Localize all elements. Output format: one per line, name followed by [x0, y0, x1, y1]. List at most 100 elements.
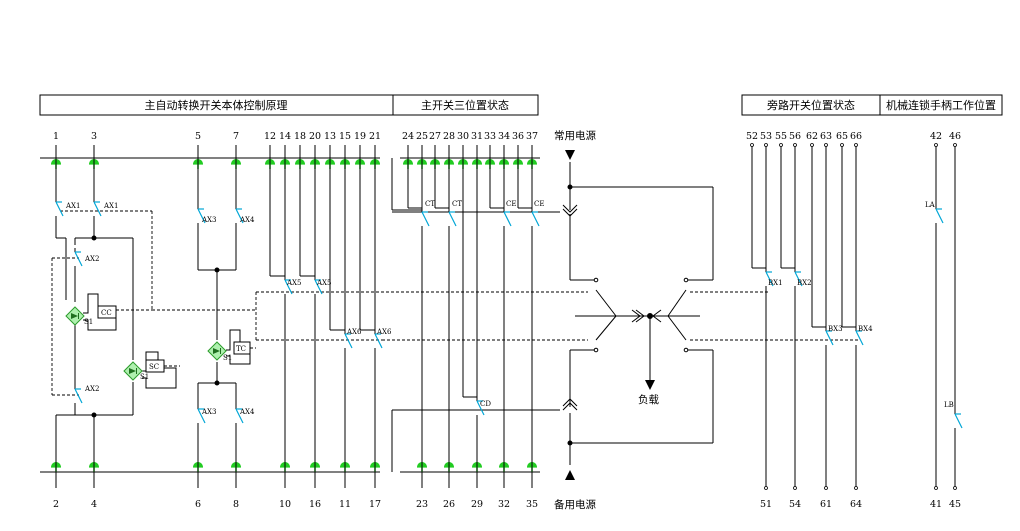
terminal-number: 12	[264, 131, 276, 142]
bypass-wiring	[751, 145, 956, 488]
main-wiring	[55, 145, 714, 488]
coil-label: TC	[236, 345, 246, 353]
terminal-number: 63	[820, 131, 832, 142]
contact-label: BX1	[768, 279, 783, 287]
coil-label: CC	[101, 309, 112, 317]
backup-source-label: 备用电源	[554, 498, 596, 511]
normal-source-label: 常用电源	[554, 129, 596, 142]
terminal-number: 6	[195, 499, 201, 510]
contact-ce-b	[531, 207, 540, 231]
contact-ct-b	[448, 207, 457, 231]
section-title-main-control: 主自动转换开关本体控制原理	[145, 98, 288, 112]
terminal-number: 28	[443, 131, 455, 142]
contact-label: AX3	[201, 216, 217, 224]
terminal-number: 36	[512, 131, 524, 142]
terminal-number: 15	[339, 131, 351, 142]
section-title-bypass-position: 旁路开关位置状态	[767, 98, 855, 112]
terminal-number: 55	[775, 131, 787, 142]
terminal-number: 16	[309, 499, 321, 510]
terminal-number: 52	[746, 131, 758, 142]
contact-la	[935, 204, 944, 228]
terminal-number: 8	[233, 499, 239, 510]
coil-sublabel: S1	[84, 318, 93, 326]
terminal-number: 23	[416, 499, 428, 510]
terminal-number: 13	[324, 131, 336, 142]
contact-label: AX5	[286, 279, 302, 287]
contact-label: CE	[506, 200, 516, 208]
terminal-number: 29	[471, 499, 483, 510]
terminal-number: 32	[498, 499, 510, 510]
terminal-number: 30	[457, 131, 469, 142]
terminal-number: 10	[279, 499, 291, 510]
contact-label: AX4	[239, 216, 255, 224]
coil-sublabel: S1	[223, 354, 232, 362]
terminal-number: 54	[789, 499, 801, 510]
section-title-three-position: 主开关三位置状态	[421, 98, 509, 112]
contact-label: AX1	[65, 202, 81, 210]
terminal-number: 34	[498, 131, 510, 142]
section-headers	[39, 94, 1003, 116]
terminal-number: 20	[309, 131, 321, 142]
terminal-number: 31	[471, 131, 483, 142]
terminal-number: 27	[429, 131, 441, 142]
terminal-number: 35	[526, 499, 538, 510]
terminal-number: 41	[930, 499, 942, 510]
coil-label: SC	[149, 363, 159, 371]
coil-cc: CC S1	[65, 306, 112, 326]
contact-label: CT	[452, 200, 462, 208]
terminal-number: 1	[53, 131, 59, 142]
terminal-number: 66	[850, 131, 862, 142]
top-terminal-numbers: 1 3 5 7 12 14 18 20 13 15 19 21 24 25 27…	[53, 131, 961, 142]
contact-label: CD	[480, 400, 491, 408]
contact-label: CE	[534, 200, 544, 208]
contact-labels: AX1 AX1 AX2 AX2 AX3 AX4 AX3 AX4 AX5 AX5 …	[65, 200, 954, 416]
terminal-number: 3	[91, 131, 97, 142]
terminal-number: 62	[806, 131, 818, 142]
terminal-number: 37	[526, 131, 538, 142]
contact-ax1-a	[55, 197, 64, 221]
contact-label: AX6	[346, 328, 362, 336]
terminal-number: 25	[416, 131, 428, 142]
contact-label: AX5	[316, 279, 332, 287]
terminal-number: 64	[850, 499, 862, 510]
terminal-markers	[50, 158, 538, 473]
terminal-number: 45	[949, 499, 961, 510]
contact-label: AX3	[201, 408, 217, 416]
contact-label: CT	[425, 200, 435, 208]
contact-ct-a	[421, 207, 430, 231]
contact-label: BX4	[858, 325, 873, 333]
terminal-number: 56	[789, 131, 801, 142]
terminal-number: 18	[294, 131, 306, 142]
terminal-number: 42	[930, 131, 942, 142]
terminal-points	[750, 143, 957, 490]
terminal-number: 2	[53, 499, 59, 510]
contact-label: AX2	[84, 255, 100, 263]
contact-label: BX3	[828, 325, 843, 333]
dashed-links	[51, 210, 860, 396]
contact-label: AX2	[84, 385, 100, 393]
contact-ce-a	[503, 207, 512, 231]
terminal-number: 53	[760, 131, 772, 142]
coil-sc: SC S1	[123, 361, 159, 381]
contact-ax2-b	[74, 384, 83, 408]
contact-ax2-a	[74, 247, 83, 271]
contact-label: AX4	[239, 408, 255, 416]
contact-label: LB	[944, 401, 954, 409]
contact-ax1-b	[93, 197, 102, 221]
coil-tc: TC S1	[207, 341, 246, 362]
contact-lb	[954, 409, 963, 433]
coil-sublabel: S1	[140, 373, 149, 381]
load-label: 负载	[638, 393, 659, 406]
terminal-number: 21	[369, 131, 381, 142]
terminal-number: 19	[354, 131, 366, 142]
terminal-number: 65	[836, 131, 848, 142]
contact-label: AX6	[376, 328, 392, 336]
contact-label: BX2	[797, 279, 812, 287]
terminal-number: 17	[369, 499, 381, 510]
bus-lines	[40, 157, 540, 473]
terminal-number: 4	[91, 499, 97, 510]
terminal-number: 51	[760, 499, 772, 510]
terminal-number: 33	[484, 131, 496, 142]
section-title-interlock-handle: 机械连锁手柄工作位置	[886, 98, 996, 112]
